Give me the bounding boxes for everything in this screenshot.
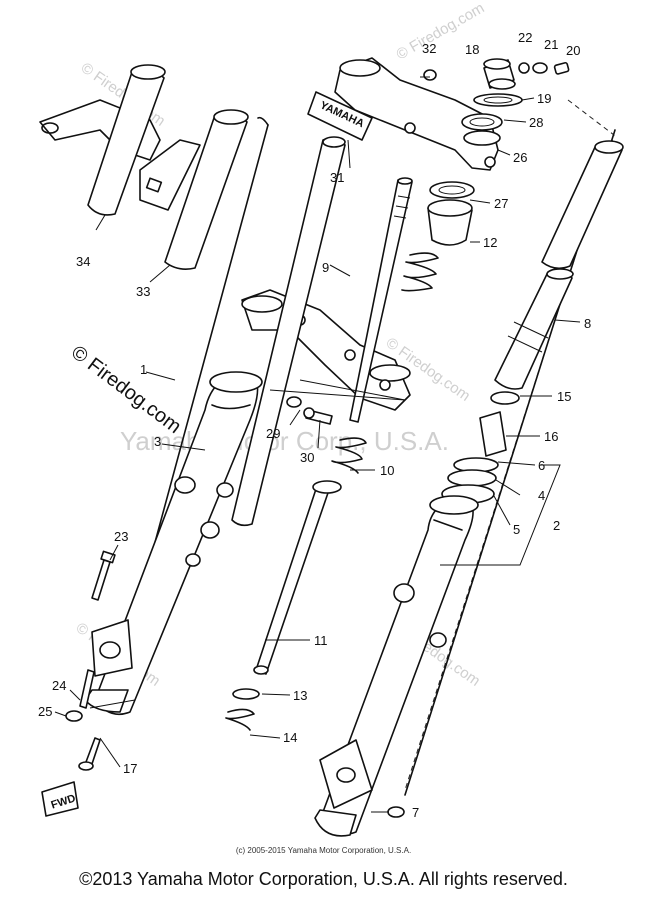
callout-11: 11 — [314, 633, 328, 648]
callout-34: 34 — [76, 254, 90, 269]
footer-copyright: ©2013 Yamaha Motor Corporation, U.S.A. A… — [79, 869, 568, 889]
callout-14: 14 — [283, 730, 297, 745]
left-fork-assembly: FWD — [39, 64, 269, 817]
callout-17: 17 — [123, 761, 137, 776]
callout-27: 27 — [494, 196, 508, 211]
callout-6: 6 — [538, 458, 545, 473]
callout-4: 4 — [538, 488, 545, 503]
callout-25: 25 — [38, 704, 52, 719]
callout-28: 28 — [529, 115, 543, 130]
callout-23: 23 — [114, 529, 128, 544]
callout-5: 5 — [513, 522, 520, 537]
callout-19: 19 — [537, 91, 551, 106]
callout-22: 22 — [518, 30, 532, 45]
callout-33: 33 — [136, 284, 150, 299]
callout-31: 31 — [330, 170, 344, 185]
watermark-firedog: © Firedog.com — [67, 341, 185, 438]
callout-24: 24 — [52, 678, 66, 693]
right-fork-assembly — [314, 99, 624, 837]
callout-30: 30 — [300, 450, 314, 465]
callout-1: 1 — [140, 362, 147, 377]
callout-29: 29 — [266, 426, 280, 441]
callout-16: 16 — [544, 429, 558, 444]
callout-9: 9 — [322, 260, 329, 275]
diagram-copyright: (c) 2005-2015 Yamaha Motor Corporation, … — [235, 846, 412, 855]
callout-21: 21 — [544, 37, 558, 52]
callout-3: 3 — [154, 434, 161, 449]
watermark-corporate: Yamaha Motor Corp., U.S.A. — [120, 426, 449, 456]
callout-13: 13 — [293, 688, 307, 703]
leader-lines — [54, 76, 581, 768]
callout-20: 20 — [566, 43, 580, 58]
callout-numbers: 1 2 3 4 5 6 7 8 9 10 11 12 13 14 15 16 1… — [38, 30, 591, 820]
callout-8: 8 — [584, 316, 591, 331]
callout-32: 32 — [422, 41, 436, 56]
callout-15: 15 — [557, 389, 571, 404]
callout-10: 10 — [380, 463, 394, 478]
callout-2: 2 — [553, 518, 560, 533]
callout-7: 7 — [412, 805, 419, 820]
callout-18: 18 — [465, 42, 479, 57]
center-steering-assembly: YAMAHA — [225, 57, 570, 731]
callout-12: 12 — [483, 235, 497, 250]
callout-26: 26 — [513, 150, 527, 165]
